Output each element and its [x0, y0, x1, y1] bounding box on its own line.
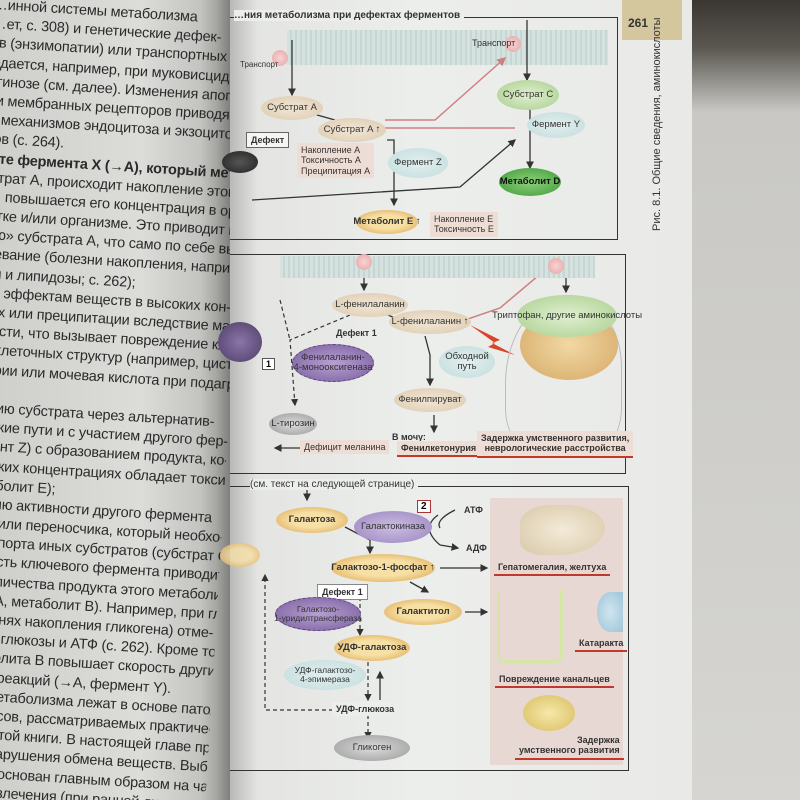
pku-label: Фенилкетонурия — [397, 441, 481, 458]
page-gutter — [200, 0, 234, 800]
node-galactose-1-phosphate: Галактозо-1-фосфат ↑ — [331, 554, 435, 582]
node-l-tyrosine: L-тирозин — [269, 413, 317, 435]
liver-icon — [520, 505, 605, 555]
accumulation-a-box: Накопление A Токсичность A Преципитация … — [297, 143, 375, 179]
node-cofactor-enzyme — [218, 322, 262, 362]
node-enzyme-z: Фермент Z — [388, 148, 448, 178]
node-bypass: Обходной путь — [439, 346, 495, 378]
accumulation-e-box: Накопление E Токсичность E — [430, 212, 498, 237]
node-udp-galactose: УДФ-галактоза — [334, 635, 410, 661]
accumulation-e-line: Накопление E — [434, 214, 494, 224]
node-l-phenylalanine: L-фенилаланин — [332, 293, 408, 317]
page-number: 261 — [628, 16, 649, 30]
transporter-icon — [356, 254, 372, 270]
eye-icon — [597, 592, 623, 632]
tubule-damage-label: Повреждение канальцев — [495, 672, 614, 689]
node-phenylpyruvate: Фенилпируват — [394, 388, 466, 412]
precipitation-a-line: Преципитация A — [301, 165, 371, 176]
background-table — [680, 0, 800, 800]
node-tryptophan: Триптофан, другие аминокислоты — [492, 295, 642, 337]
symptoms-label: Задержка умственного развития, неврологи… — [477, 431, 634, 458]
atp-label: АТФ — [464, 505, 483, 515]
transporter-icon — [272, 50, 288, 66]
number-box-2: 2 — [417, 500, 431, 513]
node-galactokinase: Галактокиназа — [354, 511, 432, 543]
left-page: …инной системы метаболизма…ет, с. 308) и… — [0, 0, 235, 800]
transport-label: Транспорт — [472, 38, 516, 48]
transporter-icon — [548, 258, 564, 274]
toxicity-a-line: Токсичность A — [301, 155, 361, 166]
node-substrate-a-elevated: Субстрат A ↑ — [318, 118, 386, 142]
node-substrate-a: Субстрат A — [261, 96, 323, 120]
melanin-deficit-label: Дефицит меланина — [300, 440, 390, 455]
transport-label: Транспорт — [240, 60, 279, 69]
defect-1-label: Дефект 1 — [336, 328, 377, 338]
node-glycogen: Гликоген — [334, 735, 410, 761]
node-metabolite-e: Метаболит E ↑ — [353, 210, 421, 234]
defect-label: Дефект — [246, 132, 290, 149]
panel-phenylketonuria — [230, 254, 626, 474]
node-uridyltransferase: Галактозо- 1-уридилтрансфераза — [274, 597, 362, 631]
transporter-icon — [505, 36, 521, 52]
panel-galactosemia — [230, 486, 629, 771]
toxicity-e-line: Токсичность E — [434, 224, 494, 235]
accumulation-a-line: Накопление A — [301, 145, 361, 155]
adp-label: АДФ — [466, 543, 487, 553]
panel1-title: …ния метаболизма при дефектах ферментов — [234, 10, 465, 21]
to-urine-label: В мочу: — [392, 432, 426, 442]
panel3-title: (см. текст на следующей странице) — [250, 479, 419, 490]
kidney-tubule-icon — [497, 590, 563, 663]
node-substrate-c: Субстрат C — [497, 80, 559, 110]
udp-glucose-label: УДФ-глюкоза — [332, 702, 399, 717]
node-galactose: Галактоза — [276, 507, 348, 533]
node-metabolite-d: Метаболит D — [499, 168, 561, 196]
brain-icon — [523, 695, 575, 731]
node-enzyme-y: Фермент Y — [527, 112, 585, 138]
node-enzyme-x — [222, 151, 258, 173]
node-phenylalanine-monooxygenase: Фенилаланин- 4-монооксигеназа — [292, 344, 374, 382]
node-udp-galactose-epimerase: УДФ-галактозо- 4-эпимераза — [284, 660, 366, 690]
cell-membrane — [287, 30, 608, 65]
hepatomegaly-label: Гепатомегалия, желтуха — [494, 560, 611, 577]
node-l-phenylalanine-elevated: L-фенилаланин ↑ — [389, 310, 471, 334]
number-box-1: 1 — [262, 358, 276, 370]
cataract-label: Катаракта — [575, 636, 628, 653]
retardation-label: Задержка умственного развития — [515, 733, 624, 760]
node-cut-off — [220, 543, 260, 567]
page-number-tab — [622, 0, 682, 40]
node-galactitol: Галактитол — [384, 599, 462, 625]
